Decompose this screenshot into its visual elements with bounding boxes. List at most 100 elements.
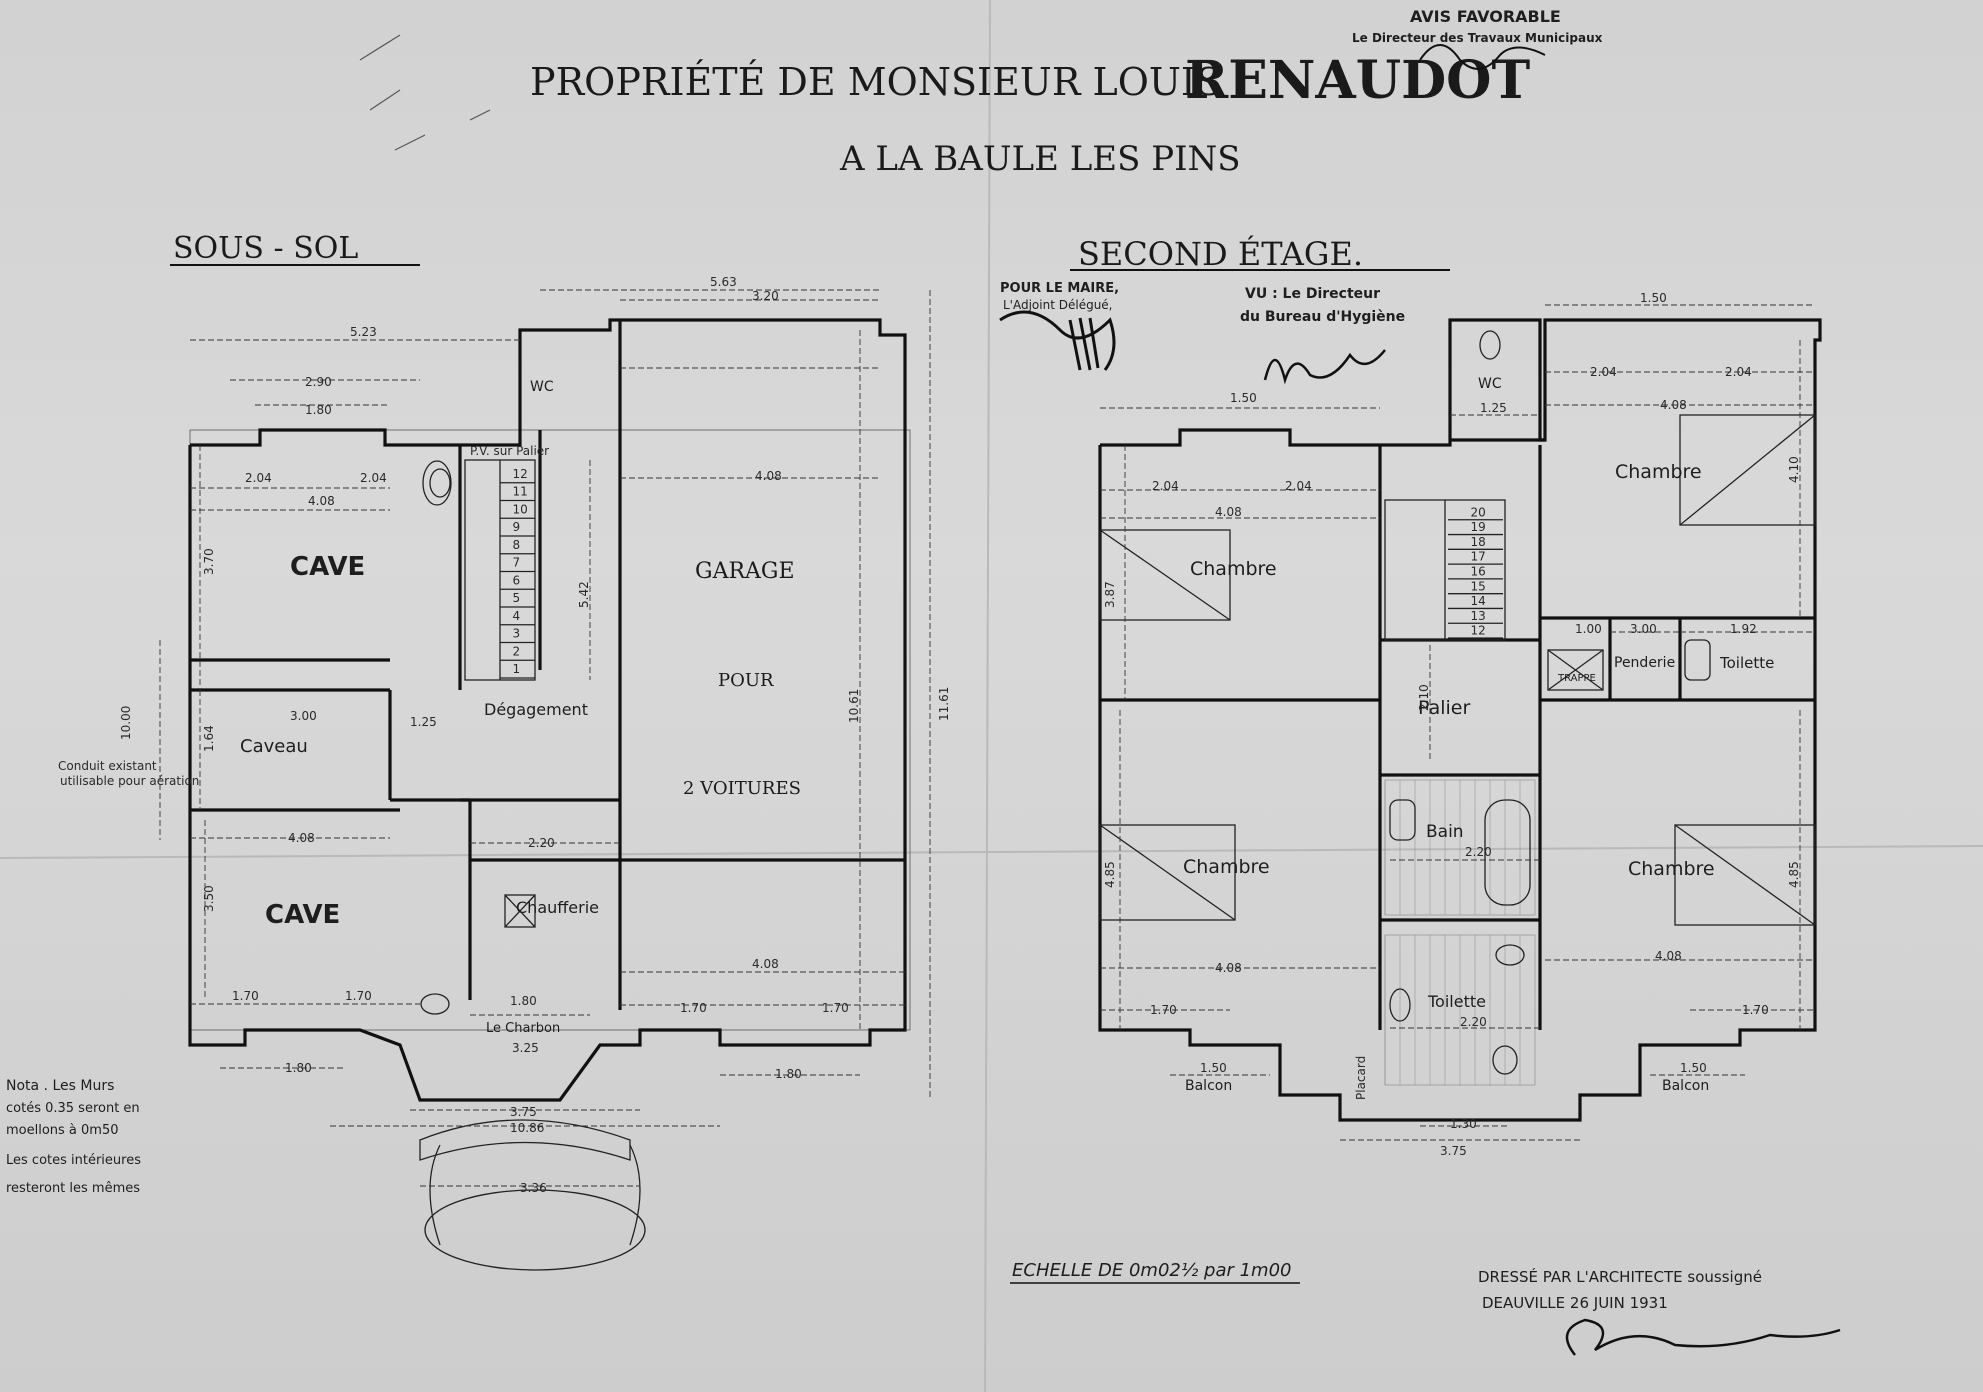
wardrobe-label: Penderie bbox=[1614, 655, 1675, 671]
dim-s-pend-w: 1.00 bbox=[1575, 622, 1602, 636]
dim-s-nw-h: 3.87 bbox=[1103, 581, 1117, 608]
stair-number: 16 bbox=[1471, 565, 1486, 579]
toilette-sink bbox=[1389, 988, 1411, 1022]
stair-number: 13 bbox=[1471, 609, 1486, 623]
dim-b-garage-w: 4.08 bbox=[755, 469, 782, 483]
stair-number: 4 bbox=[513, 609, 521, 623]
dim-s-nw-w: 4.08 bbox=[1215, 505, 1242, 519]
toilette-center-label: Toilette bbox=[1427, 992, 1486, 1011]
trap-cross-2 bbox=[1547, 649, 1604, 691]
dim-s-center-w: 3.75 bbox=[1440, 1144, 1467, 1158]
basement-dimension-lines bbox=[159, 289, 931, 1187]
note-line-2: cotés 0.35 seront en bbox=[6, 1101, 140, 1116]
dim-b-garage-bay: 1.80 bbox=[775, 1067, 802, 1081]
stair-number: 18 bbox=[1471, 535, 1486, 549]
boiler-unit-cross2 bbox=[504, 894, 536, 928]
hygiene-stamp-line-2: du Bureau d'Hygiène bbox=[1240, 309, 1405, 325]
dim-b-window2: 1.80 bbox=[305, 403, 332, 417]
trap-hatch bbox=[1547, 649, 1604, 691]
dim-b-garage-b2: 1.70 bbox=[822, 1001, 849, 1015]
tile-lines bbox=[1384, 780, 1521, 1085]
trap-label: TRAPPE bbox=[1557, 673, 1596, 684]
stair-number: 14 bbox=[1471, 594, 1486, 608]
closet-label: Placard bbox=[1354, 1056, 1368, 1100]
stair-number: 15 bbox=[1471, 579, 1486, 593]
bathtub bbox=[1484, 799, 1531, 906]
dim-b-total-h: 10.00 bbox=[119, 706, 133, 740]
title-line-2: A LA BAULE LES PINS bbox=[839, 139, 1241, 179]
scale-text: ECHELLE DE 0m02½ par 1m00 bbox=[1012, 1260, 1291, 1281]
dim-b-lower-w: 4.08 bbox=[288, 831, 315, 845]
dim-b-bottom1: 1.70 bbox=[232, 989, 259, 1003]
hygiene-stamp-line-1: VU : Le Directeur bbox=[1245, 286, 1380, 302]
boiler-fixture bbox=[420, 993, 450, 1015]
stair-number: 5 bbox=[513, 591, 521, 605]
dim-s-ne-h: 4.10 bbox=[1787, 456, 1801, 483]
stair-number: 8 bbox=[513, 538, 521, 552]
garage-label: GARAGE bbox=[695, 559, 795, 584]
dim-s-ne-h2: 2.04 bbox=[1725, 365, 1752, 379]
boiler-room-label: Chaufferie bbox=[516, 898, 599, 917]
stair-number: 6 bbox=[513, 573, 521, 587]
bedroom-nw-label: Chambre bbox=[1190, 558, 1277, 580]
walls-note: Nota . Les Murs cotés 0.35 seront en moe… bbox=[6, 1078, 141, 1196]
dim-b-cave-h: 3.70 bbox=[202, 548, 216, 575]
balcony-west-label: Balcon bbox=[1185, 1078, 1232, 1094]
dim-s-toilet-e-w: 1.92 bbox=[1730, 622, 1757, 636]
dim-b-overall: 5.23 bbox=[350, 325, 377, 339]
entrance-curve bbox=[429, 1144, 641, 1246]
dim-b-passage: 1.25 bbox=[410, 715, 437, 729]
approval-stamp-subtitle: Le Directeur des Travaux Municipaux bbox=[1352, 31, 1603, 45]
basement-cave-bottom-label: CAVE bbox=[265, 900, 340, 930]
dim-b-garage-b1: 1.70 bbox=[680, 1001, 707, 1015]
second-floor-dimension-lines bbox=[1100, 304, 1815, 1141]
stair-number: 20 bbox=[1471, 505, 1486, 519]
landing-label: Palier bbox=[1418, 697, 1470, 719]
stair-number: 3 bbox=[513, 627, 521, 641]
dim-b-half1: 2.04 bbox=[245, 471, 272, 485]
mayor-stamp-line-1: POUR LE MAIRE, bbox=[1000, 281, 1119, 296]
second-floor-stair-treads bbox=[1448, 519, 1503, 639]
approval-stamp-title: AVIS FAVORABLE bbox=[1410, 7, 1561, 26]
top-wc-bowl bbox=[1479, 330, 1501, 360]
architect-line-1: DRESSÉ PAR L'ARCHITECTE soussigné bbox=[1478, 1267, 1762, 1286]
garage-pour-label: POUR bbox=[718, 670, 774, 691]
basement-stair-treads bbox=[500, 482, 535, 679]
stair-number: 1 bbox=[513, 662, 521, 676]
dim-s-nw-h2: 2.04 bbox=[1285, 479, 1312, 493]
basement-sink bbox=[422, 460, 452, 506]
dim-s-ne-top: 1.50 bbox=[1640, 291, 1667, 305]
dim-s-bath-w: 2.20 bbox=[1465, 845, 1492, 859]
entrance-landing bbox=[424, 1189, 646, 1271]
dim-b-bay1: 1.80 bbox=[285, 1061, 312, 1075]
second-floor-wc-label: WC bbox=[1478, 376, 1502, 392]
dim-b-cave-w: 4.08 bbox=[308, 494, 335, 508]
dim-b-coal-w2: 3.25 bbox=[512, 1041, 539, 1055]
dim-s-top-w: 1.50 bbox=[1230, 391, 1257, 405]
second-floor-staircase bbox=[1384, 499, 1506, 641]
bedroom-sw-label: Chambre bbox=[1183, 856, 1270, 878]
dim-b-garage-top: 5.63 bbox=[710, 275, 737, 289]
stair-number: 12 bbox=[1471, 624, 1486, 638]
mayor-stamp-line-2: L'Adjoint Délégué, bbox=[1003, 298, 1113, 312]
stair-number: 17 bbox=[1471, 550, 1486, 564]
note-line-3: moellons à 0m50 bbox=[6, 1123, 119, 1138]
architect-signature bbox=[1565, 1318, 1841, 1356]
basement-caveau-label: Caveau bbox=[240, 736, 308, 757]
director-signature bbox=[1419, 44, 1546, 70]
dim-b-steps: 3.36 bbox=[520, 1181, 547, 1195]
second-floor-heading: SECOND ÉTAGE. bbox=[1078, 235, 1363, 273]
stair-number: 7 bbox=[513, 556, 521, 570]
balcony-east-label: Balcon bbox=[1662, 1078, 1709, 1094]
dim-b-arc2: 10.86 bbox=[510, 1121, 544, 1135]
stair-number: 19 bbox=[1471, 520, 1486, 534]
duct-note-line-2: utilisable pour aération bbox=[60, 774, 199, 788]
bedroom-ne-label: Chambre bbox=[1615, 461, 1702, 483]
basement-heading: SOUS - SOL bbox=[173, 231, 358, 266]
dim-s-se-h: 4.85 bbox=[1787, 861, 1801, 888]
dim-s-sw-w: 4.08 bbox=[1215, 961, 1242, 975]
